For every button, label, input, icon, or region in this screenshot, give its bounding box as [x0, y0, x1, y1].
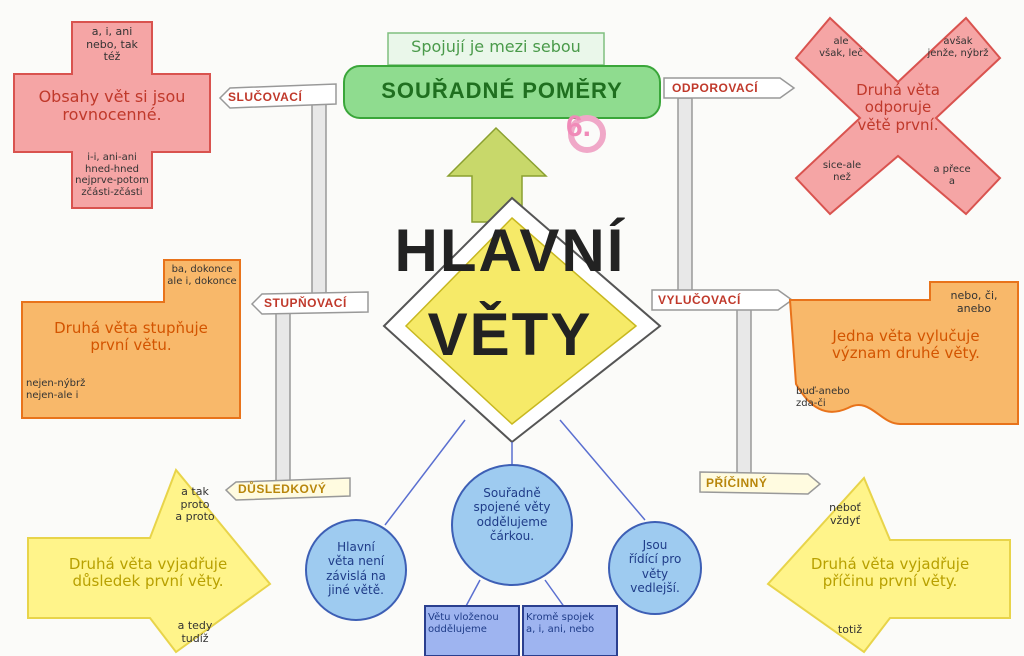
odporovaci-conjunctions-top-left: ale však, leč	[819, 36, 863, 59]
plus-card-shape	[13, 21, 211, 209]
x-card-shape	[794, 16, 1002, 216]
slucovaci-conjunctions-top: a, i, ani nebo, tak též	[86, 25, 138, 64]
dusledkovy-conjunctions-top: a tak proto a proto	[175, 485, 215, 524]
sign-slucovaci-shape	[218, 83, 337, 109]
circle-right-shape	[608, 521, 702, 615]
circle-middle-shape	[451, 464, 573, 586]
up-arrow-shape	[446, 126, 548, 223]
banner-title: SOUŘADNÉ POMĚRY	[381, 78, 623, 103]
circle-right-text: Jsou řídící pro věty vedlejší.	[628, 538, 682, 596]
top-note-box	[387, 32, 605, 66]
pricinny-card-shape	[766, 476, 1011, 654]
dusledkovy-card-shape	[27, 468, 272, 654]
dusledkovy-description: Druhá věta vyjadřuje důsledek první věty…	[68, 555, 228, 591]
dusledkovy-conjunctions-bottom: a tedy tudíž	[177, 619, 213, 645]
sign-odporovaci-shape	[663, 77, 796, 99]
stupnovaci-description: Druhá věta stupňuje první větu.	[54, 319, 208, 355]
circle-left-shape	[305, 519, 407, 621]
stupnovaci-card-shape	[21, 259, 241, 419]
bottom-box-right-text: Kromě spojek a, i, ani, nebo	[526, 612, 595, 635]
grade-mark-ring	[568, 115, 606, 153]
vylucovaci-conjunctions-top: nebo, či, anebo	[950, 289, 998, 315]
stupnovaci-conjunctions-top: ba, dokonce ale i, dokonce	[167, 264, 237, 287]
connector-left	[384, 419, 466, 526]
bottom-box-left-text: Větu vloženou oddělujeme	[428, 612, 499, 635]
sign-pricinny: PŘÍČINNÝ	[706, 476, 768, 490]
slucovaci-description: Obsahy vět si jsou rovnocenné.	[38, 87, 186, 125]
odporovaci-conjunctions-bottom-left: sice-ale než	[822, 160, 862, 183]
connector-bottom-left	[464, 579, 481, 609]
post-left-bottom	[275, 304, 291, 484]
post-left-top	[311, 97, 327, 297]
sign-slucovaci: SLUČOVACÍ	[228, 90, 303, 104]
sign-vylucovaci: VYLUČOVACÍ	[658, 293, 741, 307]
pricinny-description: Druhá věta vyjadřuje příčinu první věty.	[810, 555, 970, 591]
sign-odporovaci: ODPOROVACÍ	[672, 81, 759, 95]
top-note: Spojují je mezi sebou	[411, 37, 581, 56]
odporovaci-conjunctions-bottom-right: a přece a	[933, 164, 971, 187]
sign-stupnovaci: STUPŇOVACÍ	[264, 296, 347, 310]
slucovaci-conjunctions-bottom: i-i, ani-ani hned-hned nejprve-potom zčá…	[75, 152, 149, 198]
vylucovaci-card-shape	[788, 281, 1019, 425]
banner-box	[343, 65, 661, 119]
pricinny-conjunctions-bottom: totiž	[837, 623, 863, 636]
vylucovaci-description: Jedna věta vylučuje význam druhé věty.	[832, 327, 980, 363]
bottom-box-left-shape	[424, 605, 520, 656]
circle-middle-text: Souřadně spojené věty oddělujeme čárkou.	[473, 486, 551, 544]
sign-dusledkovy: DŮSLEDKOVÝ	[238, 482, 327, 496]
post-right-bottom	[736, 304, 752, 476]
connector-right	[559, 419, 646, 521]
grade-mark: 6.	[566, 110, 592, 143]
vylucovaci-conjunctions-bottom: buď-anebo zda-či	[796, 386, 850, 409]
odporovaci-conjunctions-top-right: avšak jenže, nýbrž	[927, 36, 989, 59]
post-right-top	[677, 97, 693, 295]
connector-bottom-right	[544, 579, 566, 609]
circle-left-text: Hlavní věta není závislá na jiné větě.	[326, 540, 386, 598]
center-title-line1: HLAVNÍ	[394, 217, 626, 284]
stupnovaci-conjunctions-bottom: nejen-nýbrž nejen-ale i	[26, 378, 86, 401]
sign-dusledkovy-shape	[224, 477, 351, 501]
sign-vylucovaci-shape	[651, 289, 794, 311]
pricinny-conjunctions-top: neboť vždyť	[829, 501, 861, 527]
center-diamond-inner	[404, 216, 638, 425]
bottom-box-right-shape	[522, 605, 618, 656]
sign-pricinny-shape	[699, 471, 822, 495]
center-title-line2: VĚTY	[427, 301, 593, 368]
odporovaci-description: Druhá věta odporuje větě první.	[856, 81, 940, 134]
sign-stupnovaci-shape	[250, 291, 369, 315]
